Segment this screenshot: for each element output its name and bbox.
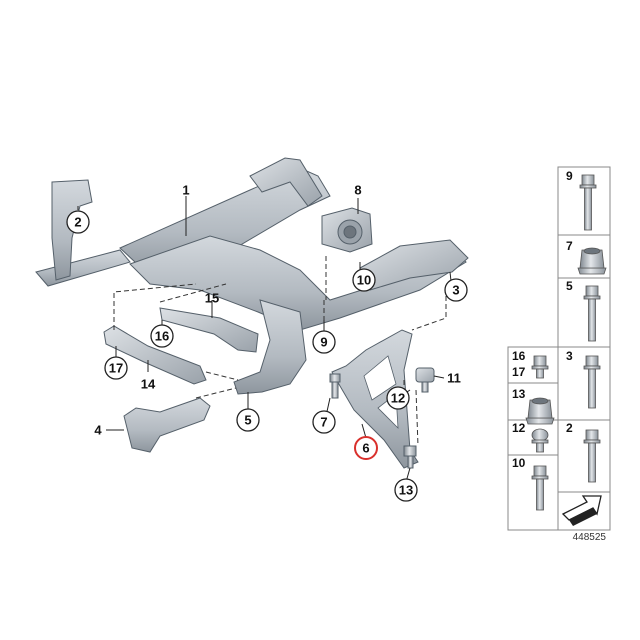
callout-label-3: 3 bbox=[452, 283, 459, 298]
callout-label-11: 11 bbox=[447, 371, 461, 386]
bolt-7 bbox=[329, 373, 341, 399]
legend-label-5-0: 13 bbox=[512, 387, 526, 401]
long-bolt-icon bbox=[583, 285, 601, 342]
ball-joint-11 bbox=[415, 367, 435, 393]
legend-label-3-0: 16 bbox=[512, 349, 526, 363]
callout-label-5: 5 bbox=[244, 413, 251, 428]
long-bolt-icon bbox=[583, 429, 601, 483]
short-bolt-icon bbox=[531, 355, 549, 379]
callout-circle-5 bbox=[236, 408, 260, 432]
callout-label-16: 16 bbox=[155, 329, 169, 344]
callout-label-10: 10 bbox=[357, 273, 371, 288]
lock-nut-icon bbox=[525, 397, 555, 425]
legend-label-0-0: 9 bbox=[566, 169, 573, 183]
legend-label-7-0: 2 bbox=[566, 421, 573, 435]
long-bolt-icon bbox=[579, 174, 597, 231]
assembly-lines bbox=[113, 256, 447, 447]
strut-14 bbox=[103, 325, 207, 385]
legend-label-8-0: 10 bbox=[512, 456, 526, 470]
callout-label-1: 1 bbox=[182, 183, 189, 198]
hardware-legend: 9 7 5 16 17 3 13 12 2 10 bbox=[507, 166, 611, 531]
callout-circle-13 bbox=[394, 478, 418, 502]
callout-label-13: 13 bbox=[399, 483, 413, 498]
callout-label-8: 8 bbox=[354, 183, 361, 198]
long-bolt-icon bbox=[583, 355, 601, 409]
legend-label-6-0: 12 bbox=[512, 421, 526, 435]
diagram-number: 448525 bbox=[573, 532, 607, 543]
legend-label-2-0: 5 bbox=[566, 279, 573, 293]
callout-circle-9 bbox=[312, 330, 336, 354]
callout-label-9: 9 bbox=[320, 335, 327, 350]
callout-circle-17 bbox=[104, 356, 128, 380]
callout-label-6: 6 bbox=[362, 441, 369, 456]
callout-label-17: 17 bbox=[109, 361, 123, 376]
callout-label-2: 2 bbox=[74, 215, 81, 230]
callout-circle-10 bbox=[352, 268, 376, 292]
callout-circle-7 bbox=[312, 410, 336, 434]
callout-label-4: 4 bbox=[94, 423, 102, 438]
direction-arrow-icon bbox=[561, 495, 602, 526]
legend-label-4-0: 3 bbox=[566, 349, 573, 363]
callout-label-14: 14 bbox=[141, 377, 156, 392]
callout-label-12: 12 bbox=[391, 391, 405, 406]
callout-circle-2 bbox=[66, 210, 90, 234]
callout-circle-16 bbox=[150, 324, 174, 348]
callout-circle-3 bbox=[444, 278, 468, 302]
flange-bolt-icon bbox=[531, 465, 549, 511]
bracket-15 bbox=[159, 307, 259, 353]
flange-nut-icon bbox=[577, 247, 607, 275]
callout-label-7: 7 bbox=[320, 415, 327, 430]
bolt-13 bbox=[403, 445, 417, 469]
callout-circle-6 bbox=[354, 436, 378, 460]
legend-label-3-1: 17 bbox=[512, 365, 526, 379]
bracket-4 bbox=[123, 397, 211, 453]
legend-label-1-0: 7 bbox=[566, 239, 573, 253]
callout-circle-12 bbox=[386, 386, 410, 410]
round-head-bolt-icon bbox=[531, 428, 549, 453]
callout-label-15: 15 bbox=[205, 291, 219, 306]
